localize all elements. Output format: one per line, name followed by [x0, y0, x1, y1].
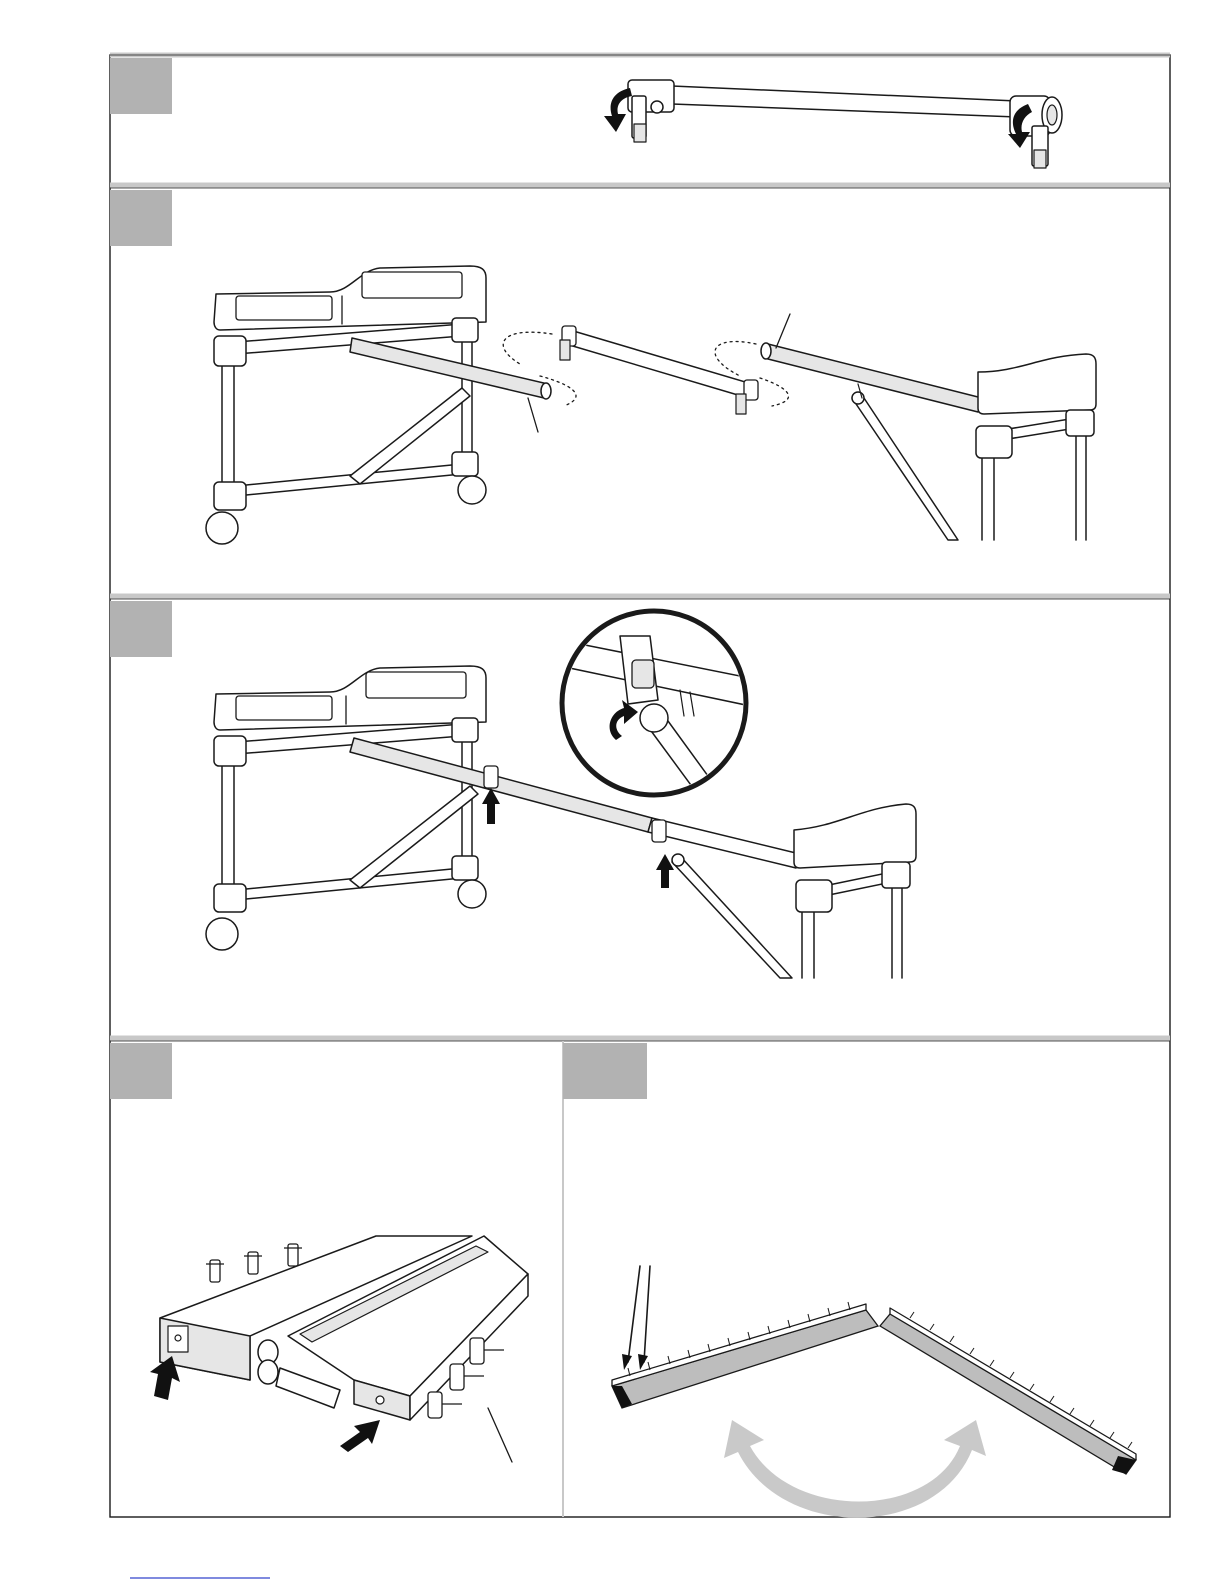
step-box-5	[563, 1043, 647, 1099]
push-arrow-icon	[340, 1420, 380, 1452]
insert-tubes-panel	[206, 266, 1096, 544]
up-arrow-icon	[482, 788, 500, 824]
up-arrow-icon	[656, 854, 674, 888]
lock-clamps-panel	[206, 611, 916, 978]
tube-clamps-panel	[604, 80, 1062, 168]
step-box-4	[110, 1043, 172, 1099]
curved-double-arrow-icon	[724, 1420, 986, 1518]
step-box-2	[110, 190, 172, 246]
dotted-insert-arrow-icon	[503, 332, 552, 364]
shelf-end-caps-panel	[150, 1236, 528, 1462]
detail-magnifier	[560, 611, 760, 830]
dotted-insert-arrow-icon	[760, 378, 789, 406]
step-box-1	[110, 58, 172, 114]
dotted-insert-arrow-icon	[715, 342, 756, 376]
step-box-3	[110, 601, 172, 657]
fold-shelf-panel	[612, 1266, 1136, 1518]
